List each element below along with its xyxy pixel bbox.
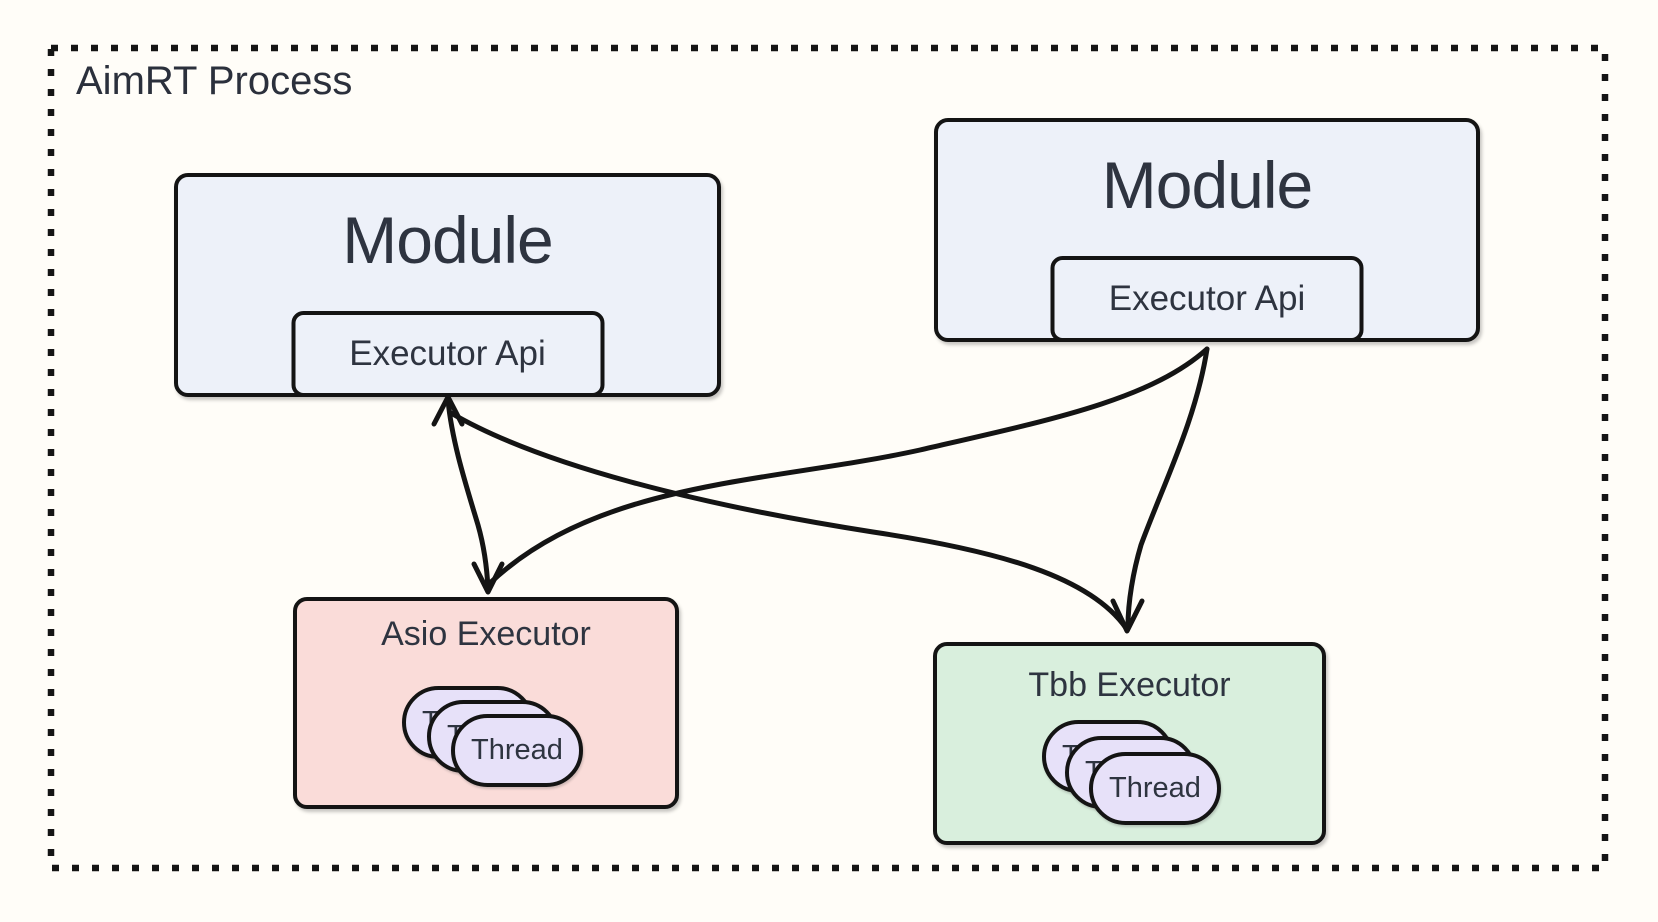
module-1-box: Module Executor Api (174, 173, 721, 397)
arrowhead-down-into-asio (471, 561, 505, 595)
arrow-api1-asio-shaft (445, 397, 491, 592)
module-2-box: Module Executor Api (934, 118, 1480, 342)
module-1-executor-api-box: Executor Api (291, 311, 604, 397)
arrow-api2-tbb-shaft (1125, 346, 1210, 629)
module-1-executor-api-label: Executor Api (349, 334, 546, 373)
process-title: AimRT Process (76, 59, 353, 103)
arrow-api1-tbb-shaft (448, 410, 1129, 631)
arrowhead-up-into-api1 (431, 394, 465, 427)
module-2-label: Module (1101, 148, 1313, 222)
thread-label: Thread (471, 734, 563, 766)
module-2-executor-api-label: Executor Api (1108, 279, 1306, 318)
tbb-executor-label: Tbb Executor (1028, 666, 1231, 704)
tbb-executor-box: Tbb Executor Thread Thread Thread (933, 642, 1326, 845)
module-2-executor-api-box: Executor Api (1050, 256, 1364, 342)
module-1-label: Module (342, 203, 553, 277)
arrowhead-down-into-tbb (1110, 598, 1145, 634)
thread-pill: Thread (451, 714, 583, 787)
asio-executor-label: Asio Executor (381, 615, 591, 653)
asio-executor-box: Asio Executor Thread Thread Thread (293, 597, 679, 809)
thread-label: Thread (1109, 772, 1201, 804)
thread-pill: Thread (1089, 752, 1221, 825)
